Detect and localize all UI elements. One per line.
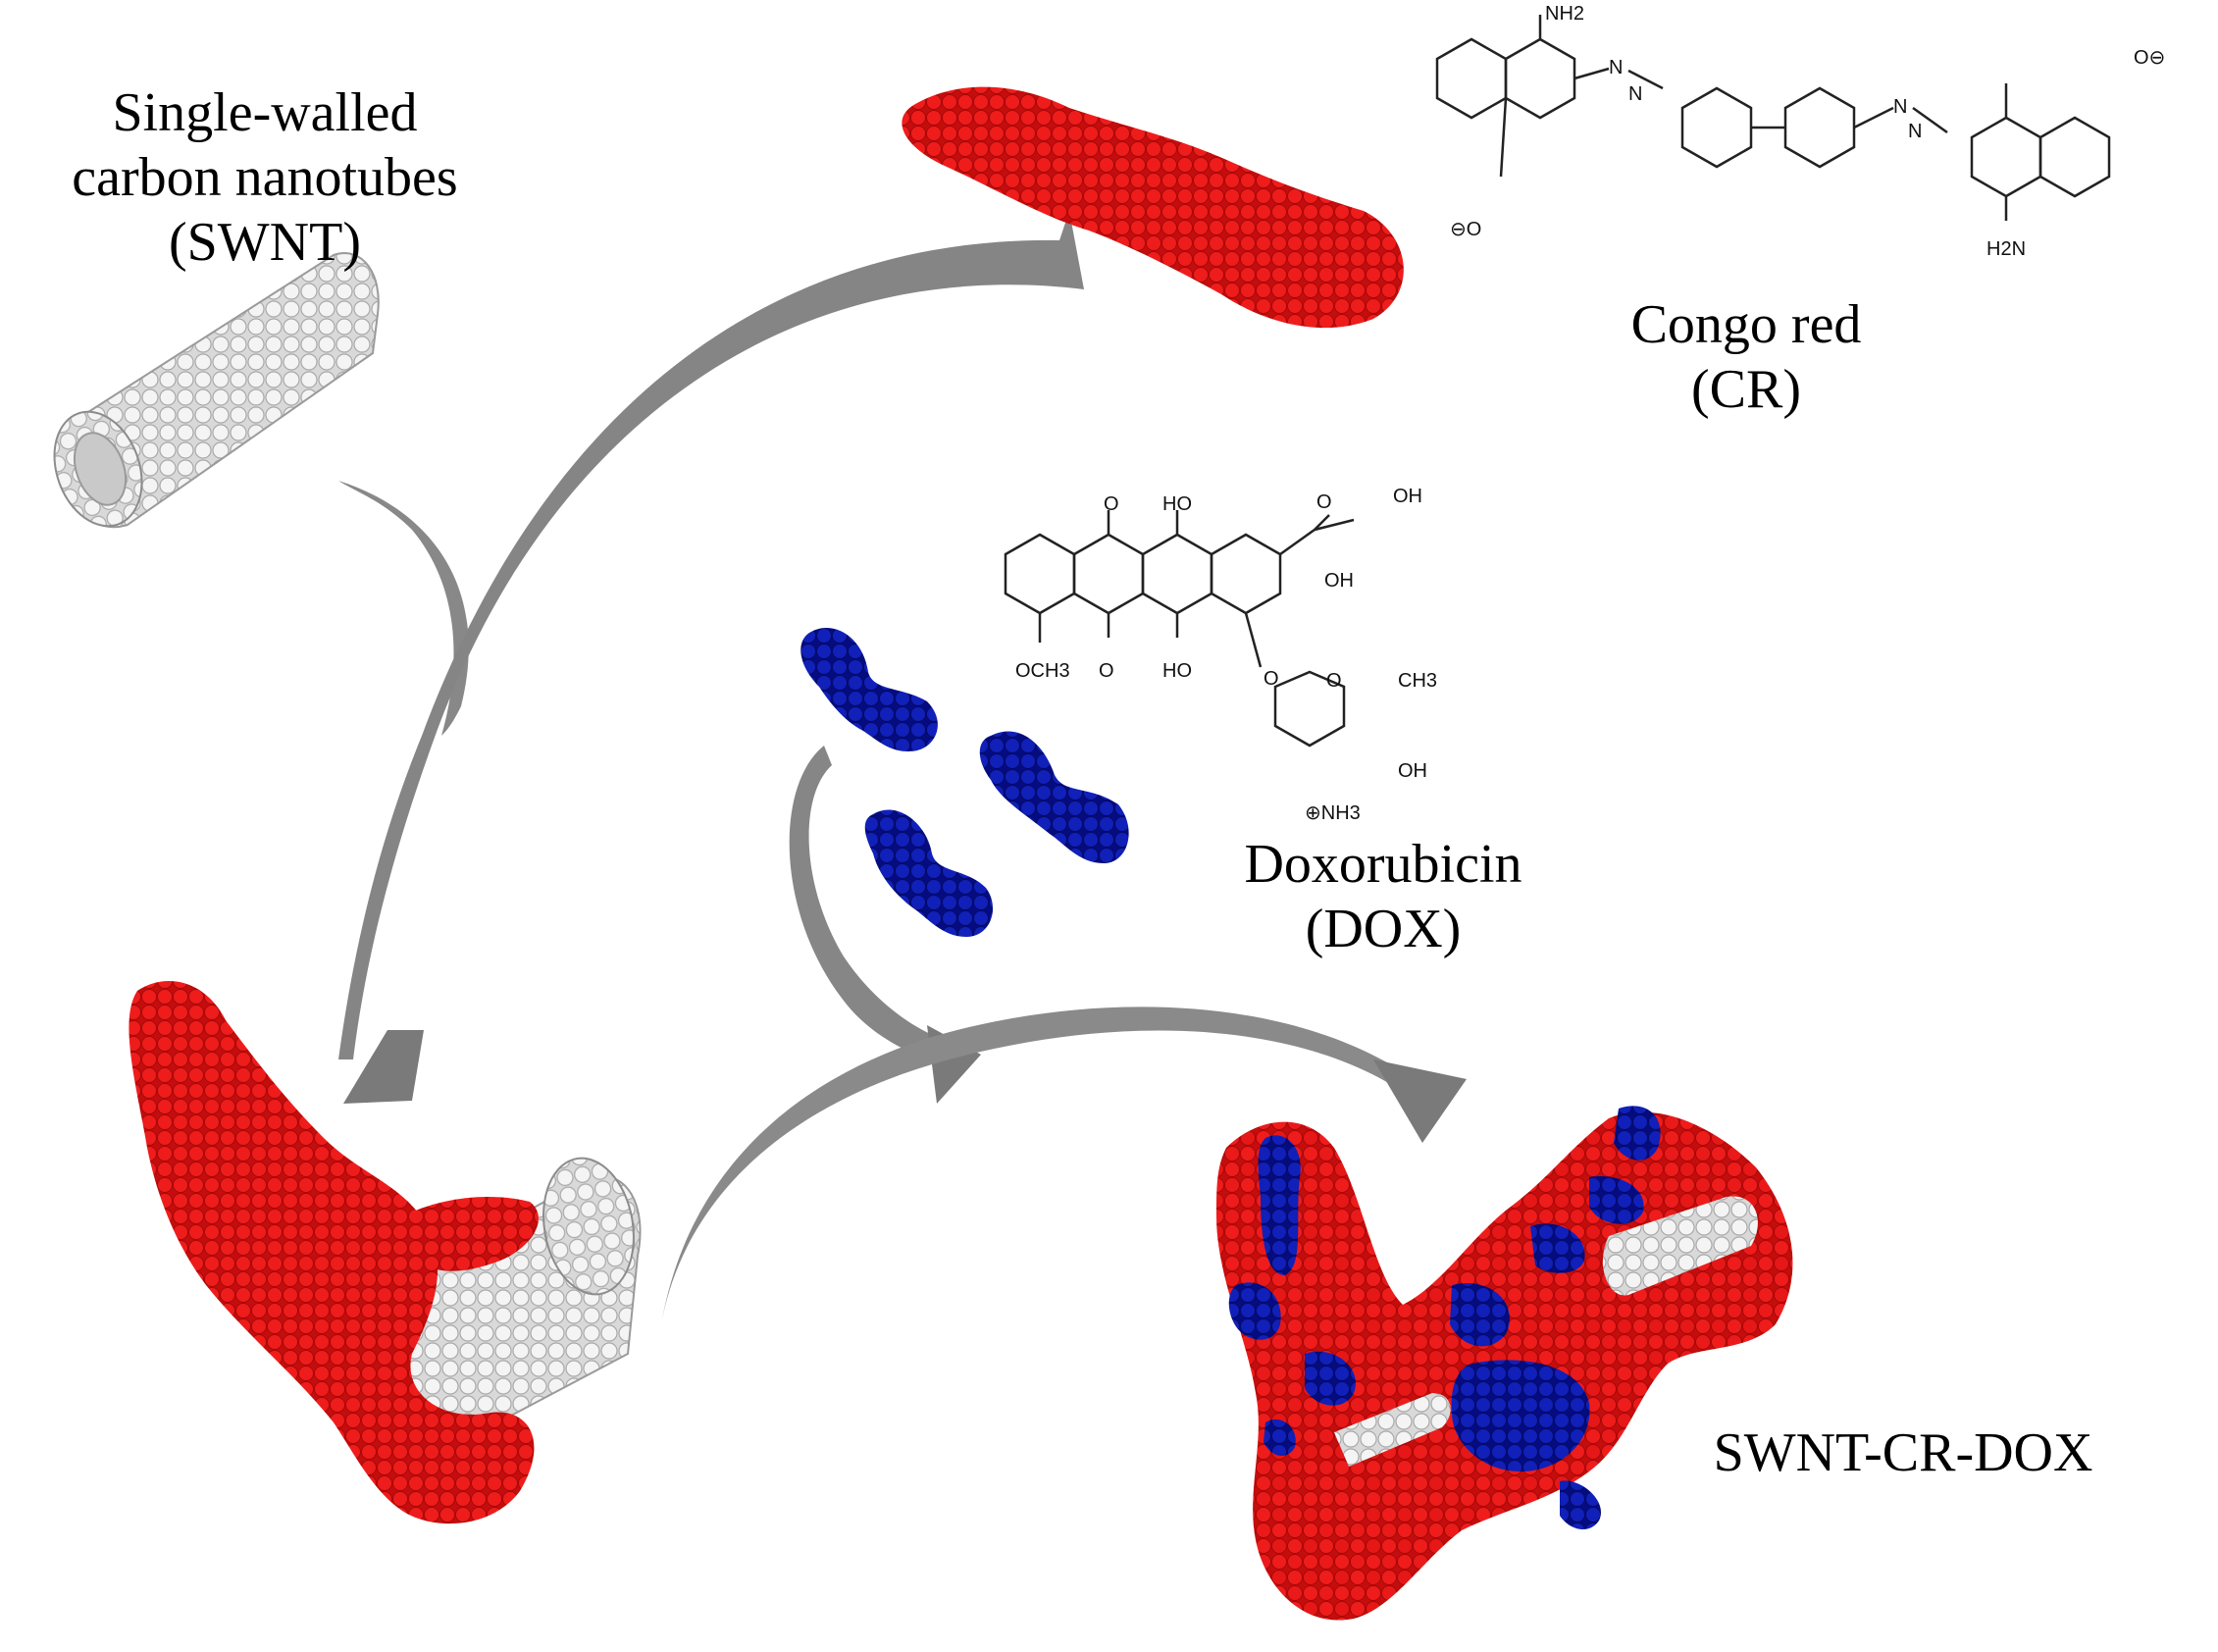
dox-ch3: CH3 bbox=[1398, 670, 1437, 692]
cr-azo-n-4: N bbox=[1908, 121, 1922, 142]
label-congo-red: Congo red (CR) bbox=[1560, 292, 1933, 422]
label-swnt-cr-dox-text: SWNT-CR-DOX bbox=[1713, 1422, 2093, 1483]
label-swnt-line3: (SWNT) bbox=[169, 212, 361, 273]
doxorubicin-model-3 bbox=[864, 809, 994, 937]
cr-sulfonate-left: ⊖O bbox=[1450, 219, 1481, 240]
label-doxorubicin-line2: (DOX) bbox=[1305, 899, 1462, 959]
label-congo-red-line2: (CR) bbox=[1691, 359, 1801, 420]
dox-oh-mid: OH bbox=[1324, 570, 1354, 592]
label-swnt: Single-walled carbon nanotubes (SWNT) bbox=[10, 80, 520, 275]
arrow-cr-to-complex bbox=[338, 211, 1084, 1104]
cr-h2n-bottom: H2N bbox=[1986, 238, 2026, 260]
doxorubicin-structure: O HO OH O OH OCH3 O HO O O CH3 OH ⊕NH3 bbox=[1004, 486, 1437, 824]
dox-o-link: O bbox=[1264, 668, 1279, 690]
label-swnt-line1: Single-walled bbox=[112, 82, 418, 143]
dox-o-ketone: O bbox=[1316, 491, 1332, 513]
cr-azo-n-3: N bbox=[1893, 96, 1907, 118]
cr-azo-n-1: N bbox=[1609, 57, 1623, 78]
cr-nh2-top: NH2 bbox=[1545, 3, 1584, 25]
dox-och3: OCH3 bbox=[1015, 660, 1070, 682]
dox-o-bottom: O bbox=[1099, 660, 1114, 682]
cr-azo-n-2: N bbox=[1628, 83, 1642, 105]
label-swnt-line2: carbon nanotubes bbox=[72, 147, 458, 208]
cr-sulfonate-right: O⊖ bbox=[2134, 47, 2165, 69]
dox-ho-bottom: HO bbox=[1162, 660, 1192, 682]
dox-o-top: O bbox=[1104, 493, 1119, 515]
congo-red-model bbox=[902, 86, 1404, 329]
congo-red-structure: NH2 H2N ⊖O O⊖ N N N N bbox=[1435, 3, 2165, 260]
label-doxorubicin-line1: Doxorubicin bbox=[1244, 834, 1522, 895]
dox-ring-o: O bbox=[1326, 670, 1342, 692]
label-swnt-cr-dox: SWNT-CR-DOX bbox=[1658, 1420, 2148, 1485]
swnt-nanotube bbox=[53, 252, 380, 529]
doxorubicin-model-1 bbox=[800, 627, 938, 751]
swnt-cr-complex bbox=[129, 981, 642, 1524]
arrow-complex-to-product bbox=[662, 1007, 1467, 1319]
dox-ho-top: HO bbox=[1162, 493, 1192, 515]
dox-nh3: ⊕NH3 bbox=[1305, 802, 1361, 824]
label-doxorubicin: Doxorubicin (DOX) bbox=[1197, 832, 1570, 961]
label-congo-red-line1: Congo red bbox=[1630, 294, 1862, 355]
swnt-cr-dox-product bbox=[1216, 1106, 1793, 1621]
doxorubicin-model-2 bbox=[979, 731, 1129, 863]
dox-oh-top: OH bbox=[1393, 486, 1422, 507]
arrow-swnt-to-complex bbox=[338, 481, 469, 736]
dox-oh-sugar: OH bbox=[1398, 760, 1427, 782]
